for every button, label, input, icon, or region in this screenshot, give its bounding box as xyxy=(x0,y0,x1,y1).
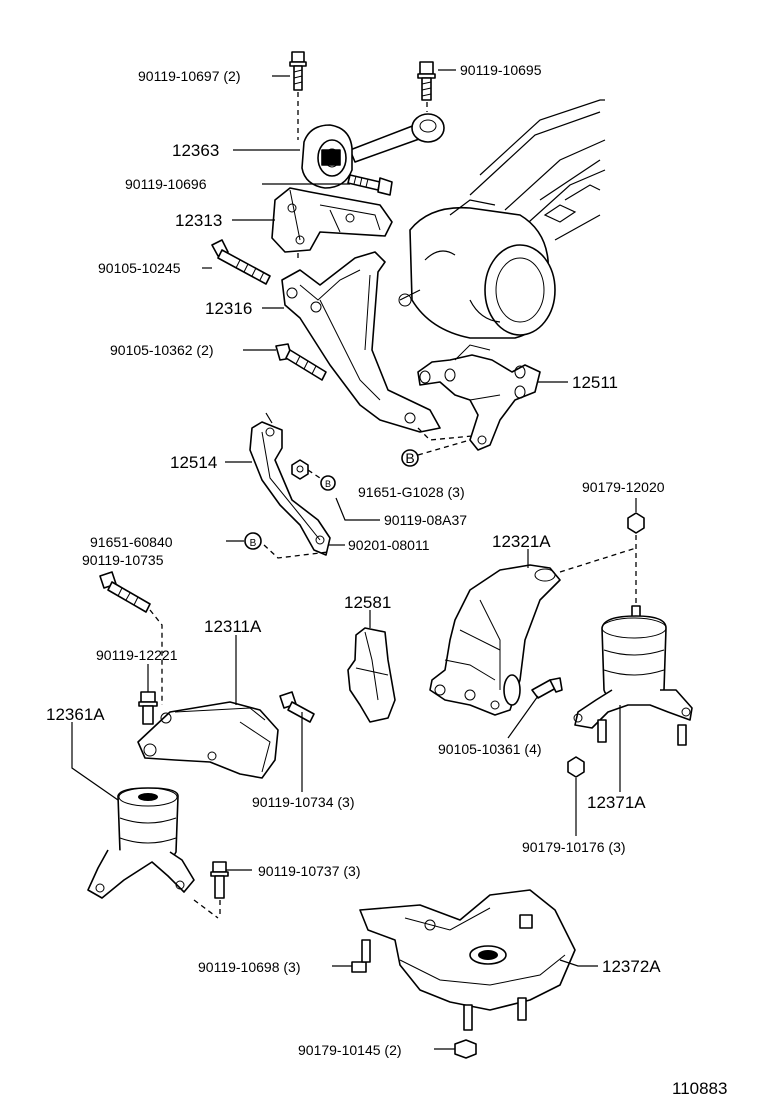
label-90179-12020: 90179-12020 xyxy=(582,479,665,495)
label-90179-10176: 90179-10176 (3) xyxy=(522,839,626,855)
label-12313: 12313 xyxy=(175,211,222,230)
label-90119-10737: 90119-10737 (3) xyxy=(258,863,360,879)
part-12581 xyxy=(347,627,396,723)
label-90179-10145: 90179-10145 (2) xyxy=(298,1042,402,1058)
label-91651-60840: 91651-60840 xyxy=(90,534,173,550)
bolt-90119-12221 xyxy=(138,691,158,725)
bolt-90119-10734 xyxy=(279,691,315,723)
label-90105-10362: 90105-10362 (2) xyxy=(110,342,214,358)
bolt-90105-10362 xyxy=(275,343,327,381)
label-90201-08011: 90201-08011 xyxy=(348,537,430,553)
label-12321A: 12321A xyxy=(492,532,551,551)
bracket-12514 xyxy=(249,421,331,556)
bolt-90119-10735 xyxy=(99,571,151,613)
label-90119-10695: 90119-10695 xyxy=(460,62,542,78)
bolt-90119-10698 xyxy=(351,939,371,973)
label-12311A: 12311A xyxy=(204,617,262,636)
nut-90179-10145 xyxy=(454,1039,477,1059)
label-90119-10697: 90119-10697 (2) xyxy=(138,68,240,84)
engine-block-outline xyxy=(469,99,606,241)
label-91651-G1028: 91651-G1028 (3) xyxy=(358,484,465,500)
mount-12371A xyxy=(573,605,693,746)
nut-90179-12020 xyxy=(627,512,645,534)
leader-lines xyxy=(71,69,637,1050)
mount-12372A xyxy=(359,889,576,1031)
torque-rod-12363 xyxy=(301,113,445,189)
label-90119-08A37: 90119-08A37 xyxy=(384,512,467,528)
bolt-90119-10695 xyxy=(417,61,436,101)
label-90119-10698: 90119-10698 (3) xyxy=(198,959,300,975)
bracket-12511 xyxy=(417,344,541,451)
label-12371A: 12371A xyxy=(587,793,646,812)
label-12361A: 12361A xyxy=(46,705,105,724)
bolt-90105-10361 xyxy=(531,677,563,699)
label-90119-10696: 90119-10696 xyxy=(125,176,207,192)
svg-text:B: B xyxy=(250,538,257,549)
bolt-90119-10696 xyxy=(347,174,393,196)
label-12511: 12511 xyxy=(572,373,618,392)
svg-text:B: B xyxy=(405,450,414,466)
bolt-90105-10245 xyxy=(211,239,271,285)
washer-b2: B xyxy=(320,475,336,491)
nut-90179-10176 xyxy=(567,756,585,778)
label-90105-10361: 90105-10361 (4) xyxy=(438,741,542,757)
label-12363: 12363 xyxy=(172,141,219,160)
bolt-90119-10737 xyxy=(210,861,229,899)
alternator-outline xyxy=(398,199,556,339)
washer-b3: B xyxy=(244,532,262,550)
label-12514: 12514 xyxy=(170,453,217,472)
mount-12361A xyxy=(87,787,195,899)
bracket-12321A xyxy=(429,564,561,716)
bolt-90119-10697 xyxy=(289,51,307,91)
label-90105-10245: 90105-10245 xyxy=(98,260,181,276)
bracket-12313 xyxy=(271,187,393,253)
part-labels: 90119-10697 (2) 90119-10695 12363 90119-… xyxy=(46,62,727,1098)
label-90119-10734: 90119-10734 (3) xyxy=(252,794,354,810)
label-90119-10735: 90119-10735 xyxy=(82,552,164,568)
bracket-12311A xyxy=(137,701,279,779)
label-90119-12221: 90119-12221 xyxy=(96,647,178,663)
label-diagram-number: 110883 xyxy=(672,1079,727,1098)
svg-text:B: B xyxy=(325,479,331,489)
bracket-12316 xyxy=(281,251,441,433)
label-12372A: 12372A xyxy=(602,957,661,976)
label-12316: 12316 xyxy=(205,299,252,318)
label-12581: 12581 xyxy=(344,593,391,612)
nut-small xyxy=(291,459,309,480)
washer-b1: B xyxy=(401,449,419,467)
